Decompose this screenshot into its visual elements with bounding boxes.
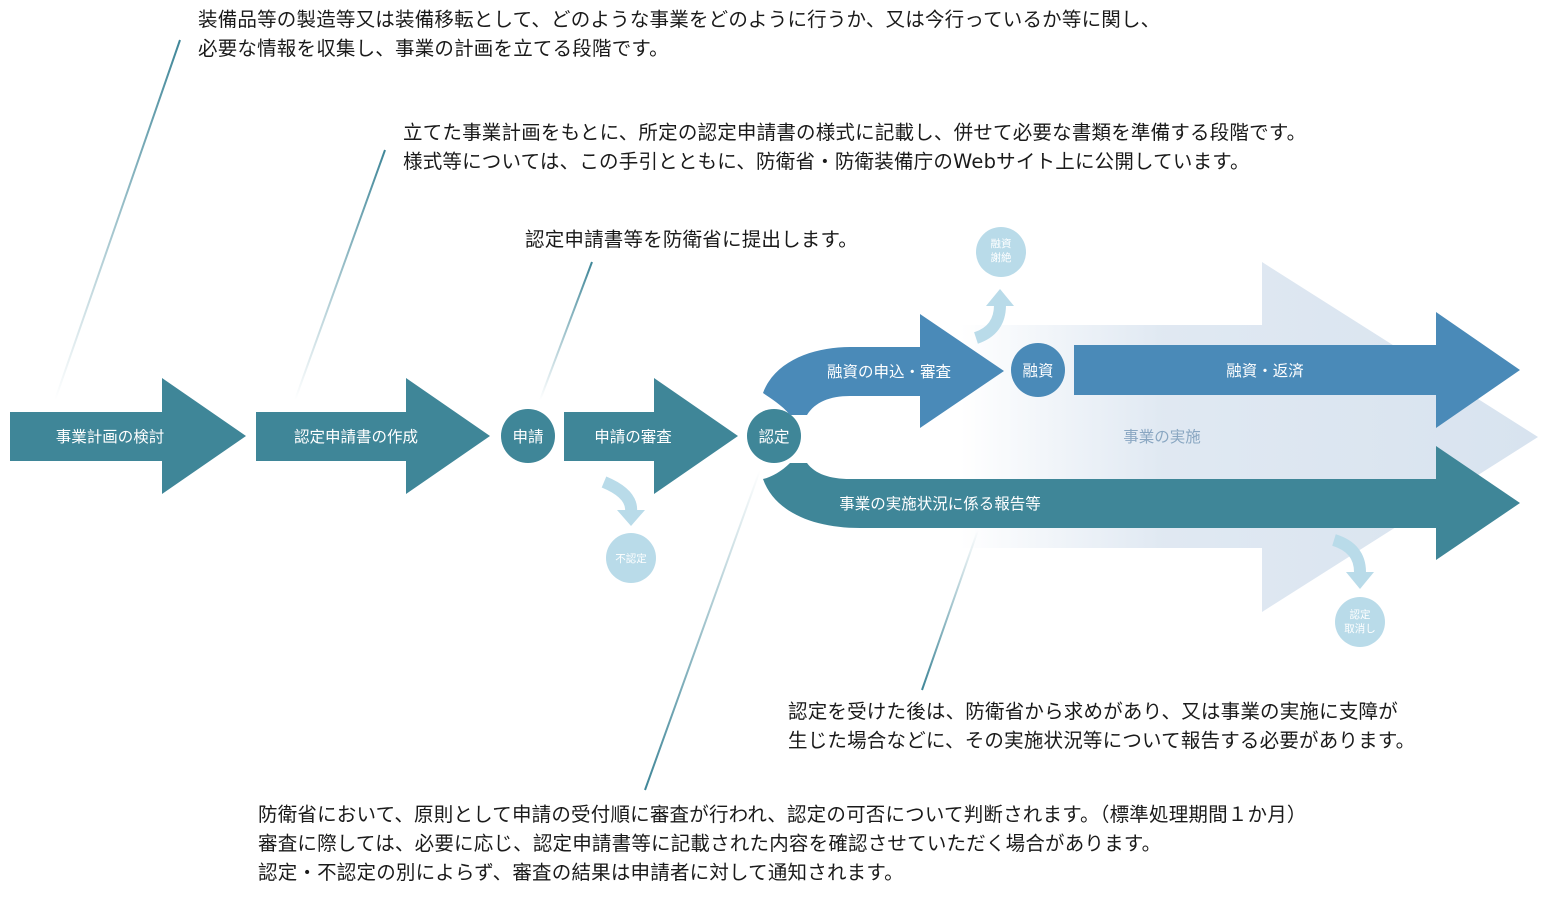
note-review-line1: 防衛省において、原則として申請の受付順に審査が行われ、認定の可否について判断され…: [258, 803, 1307, 826]
stage-arrow-study: 事業計画の検討: [10, 378, 246, 494]
revoke-label-line2: 取消し: [1344, 622, 1376, 635]
note-review-line2: 審査に際しては、必要に応じ、認定申請書等に記載された内容を確認させていただく場合…: [258, 832, 1162, 855]
note-report-line2: 生じた場合などに、その実施状況等について報告する必要があります。: [788, 729, 1416, 752]
financing-circle: 融資: [1011, 343, 1065, 397]
note-prepare-line2: 様式等については、この手引とともに、防衛省・防衛装備庁のWebサイト上に公開して…: [403, 150, 1250, 173]
note-report: 認定を受けた後は、防衛省から求めがあり、又は事業の実施に支障が 生じた場合などに…: [788, 697, 1415, 755]
stage-label-prepare: 認定申請書の作成: [294, 428, 418, 446]
revoke-label-line1: 認定: [1350, 608, 1372, 621]
financing-repayment-arrow: 融資・返済: [1074, 312, 1520, 428]
financing-declined-branch: 融資 謝絶: [973, 227, 1026, 344]
note-prepare: 立てた事業計画をもとに、所定の認定申請書の様式に記載し、併せて必要な書類を準備す…: [403, 118, 1306, 176]
rejected-branch: 不認定: [601, 476, 656, 583]
revoke-branch: 認定 取消し: [1331, 534, 1385, 647]
stage-circle-apply: 申請: [501, 409, 555, 463]
leader-lines: [54, 39, 979, 791]
leader-line-report: [921, 529, 979, 691]
rejected-label: 不認定: [615, 552, 647, 565]
note-apply: 認定申請書等を防衛省に提出します。: [525, 225, 858, 254]
financing-application-arrow: 融資の申込・審査: [763, 314, 1004, 428]
note-review-line3: 認定・不認定の別によらず、審査の結果は申請者に対して通知されます。: [258, 861, 904, 884]
note-report-line1: 認定を受けた後は、防衛省から求めがあり、又は事業の実施に支障が: [788, 700, 1398, 723]
note-study-line2: 必要な情報を収集し、事業の計画を立てる段階です。: [198, 37, 669, 60]
leader-line-review: [644, 469, 761, 791]
stage-arrow-review: 申請の審査: [564, 378, 738, 494]
stage-label-certify: 認定: [758, 428, 789, 446]
financing-repayment-label: 融資・返済: [1226, 362, 1304, 380]
financing-application-label: 融資の申込・審査: [827, 363, 951, 381]
report-label: 事業の実施状況に係る報告等: [839, 495, 1041, 513]
financing-declined-label-line2: 謝絶: [991, 251, 1012, 264]
financing-label: 融資: [1022, 362, 1053, 380]
note-apply-line1: 認定申請書等を防衛省に提出します。: [525, 228, 858, 251]
stage-circle-certify: 認定: [747, 409, 801, 463]
stage-arrow-prepare: 認定申請書の作成: [256, 378, 490, 494]
implementation-background-arrow: [960, 262, 1538, 612]
leader-line-study: [54, 39, 181, 401]
implementation-label: 事業の実施: [1123, 428, 1201, 446]
note-study: 装備品等の製造等又は装備移転として、どのような事業をどのように行うか、又は今行っ…: [198, 5, 1160, 63]
report-arrow: 事業の実施状況に係る報告等: [763, 446, 1520, 560]
note-study-line1: 装備品等の製造等又は装備移転として、どのような事業をどのように行うか、又は今行っ…: [198, 8, 1161, 31]
stage-label-apply: 申請: [512, 428, 543, 446]
financing-declined-label-line1: 融資: [991, 238, 1012, 250]
leader-line-prepare: [294, 149, 386, 401]
note-prepare-line1: 立てた事業計画をもとに、所定の認定申請書の様式に記載し、併せて必要な書類を準備す…: [403, 121, 1307, 144]
stage-label-study: 事業計画の検討: [56, 428, 165, 446]
note-review: 防衛省において、原則として申請の受付順に審査が行われ、認定の可否について判断され…: [258, 800, 1307, 887]
leader-line-apply: [539, 261, 593, 401]
stage-label-review: 申請の審査: [594, 428, 672, 446]
